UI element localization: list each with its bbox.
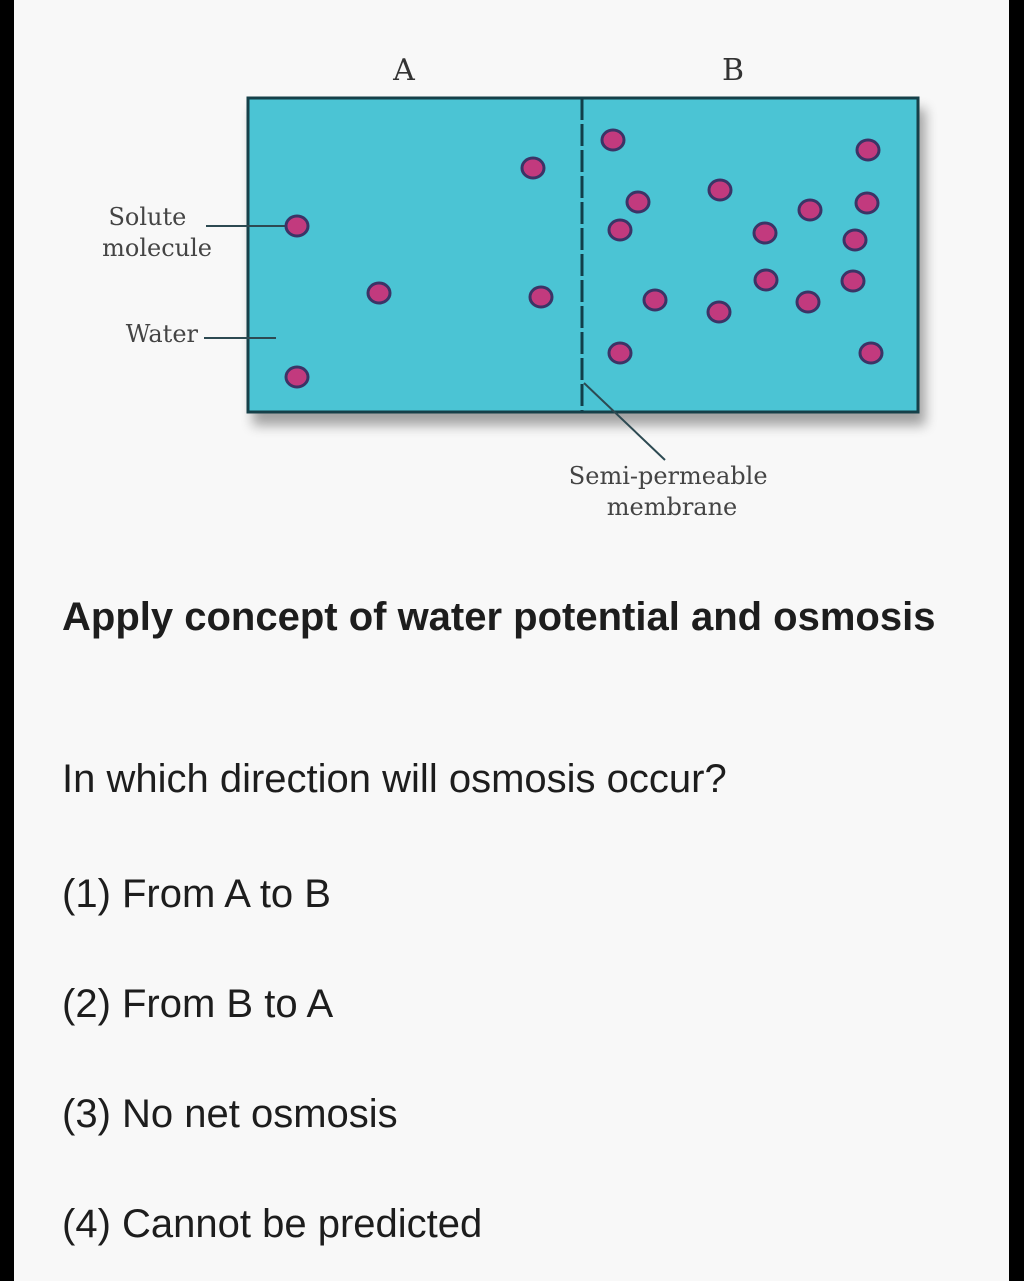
solute-molecule-a [366, 281, 392, 305]
option-2[interactable]: (2) From B to A [62, 982, 334, 1026]
option-1[interactable]: (1) From A to B [62, 872, 331, 916]
solute-molecule-b [855, 138, 881, 162]
question-prompt: In which direction will osmosis occur? [62, 757, 727, 801]
water-label: Water [126, 320, 199, 348]
solute-molecules [284, 128, 884, 389]
solute-molecule-b [706, 300, 732, 324]
solute-molecule-b [795, 290, 821, 314]
option-3[interactable]: (3) No net osmosis [62, 1092, 398, 1136]
osmosis-diagram: A B Solute molecule Water Semi-permeable… [14, 0, 1024, 540]
membrane-pointer-line [583, 382, 666, 461]
solute-molecule-b [600, 128, 626, 152]
membrane-label: Semi-permeable membrane [569, 462, 775, 521]
solute-molecule-b [642, 288, 668, 312]
solute-molecule-b [797, 198, 823, 222]
compartment-a-label: A [392, 53, 415, 88]
solute-molecule-b [854, 191, 880, 215]
solute-molecule-b [858, 341, 884, 365]
solute-molecule-a [284, 365, 310, 389]
diagram-canvas: A B Solute molecule Water Semi-permeable… [102, 53, 920, 521]
solute-molecule-b [752, 221, 778, 245]
option-4[interactable]: (4) Cannot be predicted [62, 1202, 483, 1246]
solute-molecule-b [707, 178, 733, 202]
solute-molecule-b [607, 341, 633, 365]
question-page: A B Solute molecule Water Semi-permeable… [14, 0, 1009, 1281]
solute-molecule-b [625, 190, 651, 214]
solute-molecule-label: Solute molecule [102, 203, 212, 262]
solute-molecule-b [753, 268, 779, 292]
solute-molecule-b [840, 269, 866, 293]
compartment-b-label: B [722, 53, 744, 88]
question-title: Apply concept of water potential and osm… [62, 595, 936, 639]
solute-molecule-b [842, 228, 868, 252]
solute-molecule-a [284, 214, 310, 238]
solute-molecule-b [607, 218, 633, 242]
solute-molecule-a [520, 156, 546, 180]
solute-molecule-a [528, 285, 554, 309]
